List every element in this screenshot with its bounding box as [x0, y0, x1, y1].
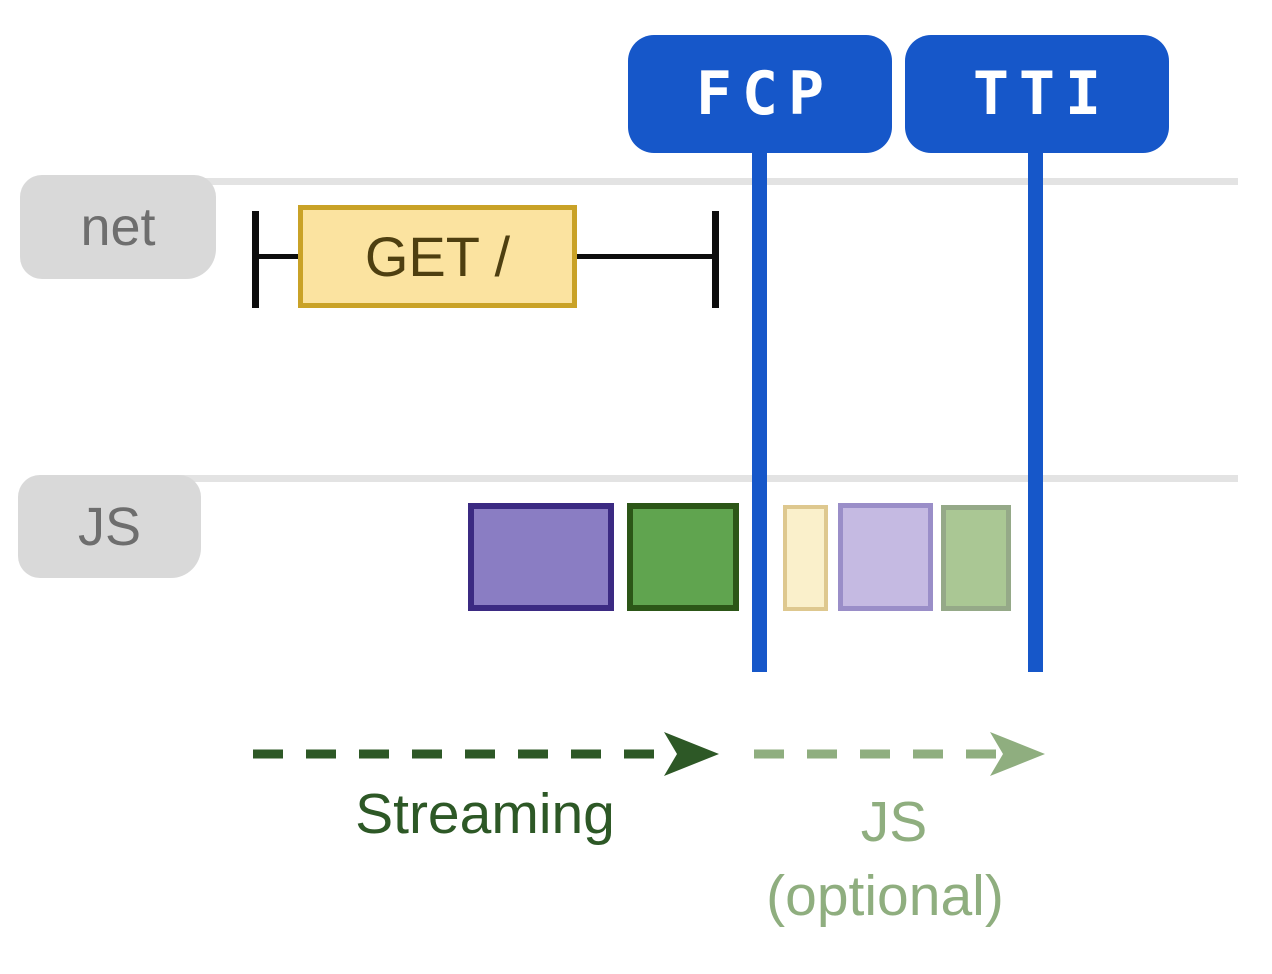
fcp-badge: FCP: [628, 35, 892, 153]
js-task-block-light-yellow: [783, 505, 828, 611]
streaming-arrow-head: [664, 732, 719, 776]
tti-badge-label: TTI: [972, 59, 1112, 129]
js-lane-label-text: JS: [77, 496, 142, 557]
request-start-tick: [252, 211, 259, 308]
request-end-tick: [712, 211, 719, 308]
js-arrow-head: [990, 732, 1045, 776]
js-phase-label: JS: [860, 790, 928, 854]
fcp-marker-line: [752, 140, 767, 672]
tti-marker-line: [1028, 140, 1043, 672]
js-task-block-light-purple: [838, 503, 933, 611]
js-task-block-light-green: [941, 505, 1011, 611]
fcp-badge-label: FCP: [695, 59, 835, 129]
js-lane-label: JS: [18, 475, 201, 578]
net-lane-label-text: net: [80, 197, 156, 257]
net-lane-line: [150, 178, 1238, 185]
js-task-block-purple: [468, 503, 614, 611]
phase-arrows: [253, 732, 1045, 776]
js-optional-phase-sublabel: (optional): [766, 864, 1004, 928]
js-lane-line: [150, 475, 1238, 482]
js-task-block-green: [627, 503, 739, 611]
tti-badge: TTI: [905, 35, 1169, 153]
net-lane-label: net: [20, 175, 216, 279]
get-request-label: GET /: [364, 225, 511, 288]
get-request-box: GET /: [298, 205, 577, 308]
streaming-phase-label: Streaming: [355, 782, 615, 846]
